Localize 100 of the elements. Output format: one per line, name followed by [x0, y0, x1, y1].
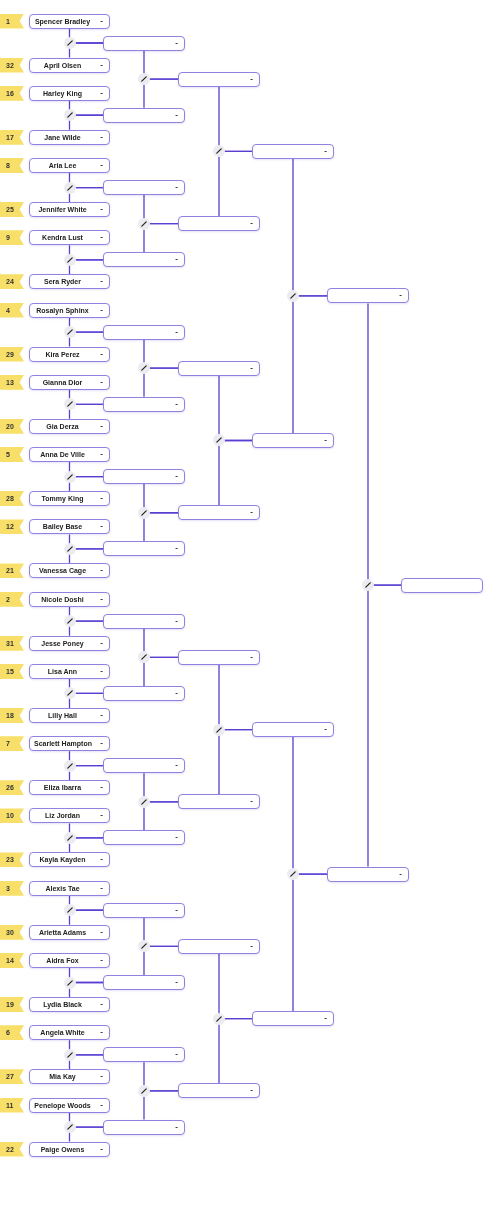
bracket-connector [68, 186, 104, 203]
score: - [100, 203, 103, 216]
match-slot [327, 288, 409, 304]
score: - [175, 181, 178, 194]
bracket-connector [68, 42, 104, 59]
score: - [100, 275, 103, 288]
score: - [324, 144, 327, 157]
player-card [29, 663, 110, 679]
player-card [29, 202, 110, 218]
score: - [100, 375, 103, 388]
match-slot [103, 975, 185, 990]
match-slot [103, 830, 185, 846]
score: - [175, 470, 178, 483]
player-card [29, 346, 110, 362]
match-slot [252, 722, 334, 738]
score: - [250, 939, 253, 952]
score: - [100, 1026, 103, 1039]
player-card [29, 924, 110, 940]
player-card [29, 591, 110, 607]
player-card [29, 13, 110, 29]
bracket-connector [292, 873, 328, 1012]
match-slot [178, 1083, 260, 1099]
score: - [100, 925, 103, 938]
score: - [100, 592, 103, 605]
score: - [250, 506, 253, 519]
score: - [250, 1084, 253, 1097]
match-slot [103, 1047, 185, 1063]
match-slot [103, 685, 185, 701]
match-slot [103, 180, 185, 196]
score: - [100, 954, 103, 966]
player-card [29, 85, 110, 101]
player-card [29, 129, 110, 145]
score: - [100, 737, 103, 750]
player-card [29, 302, 110, 318]
score: - [100, 1070, 103, 1083]
bracket-connector [68, 548, 104, 565]
score: - [100, 664, 103, 677]
bracket-connector [68, 403, 104, 420]
player-card [29, 230, 110, 246]
player-card [29, 447, 110, 463]
match-slot [178, 71, 260, 87]
match-slot [103, 902, 185, 918]
bracket-connector [143, 78, 179, 109]
score: - [175, 1120, 178, 1133]
match-slot [178, 938, 260, 954]
score: - [324, 1012, 327, 1025]
score: - [100, 492, 103, 505]
bracket-connector [218, 439, 253, 506]
score: - [175, 614, 178, 627]
bracket-connector [143, 945, 179, 976]
score: - [100, 303, 103, 316]
bracket-connector [143, 1090, 179, 1121]
bracket-connector [68, 837, 104, 854]
match-slot [252, 433, 334, 448]
player-card [29, 707, 110, 723]
score: - [100, 419, 103, 432]
score: - [399, 289, 402, 302]
score: - [100, 86, 103, 99]
score: - [250, 72, 253, 85]
score: - [175, 686, 178, 699]
score: - [250, 361, 253, 374]
player-card [29, 880, 110, 896]
score: - [100, 347, 103, 360]
score: - [100, 853, 103, 866]
score: - [100, 231, 103, 244]
player-card [29, 736, 110, 752]
match-slot [178, 649, 260, 665]
score: - [100, 998, 103, 1010]
bracket-connector [143, 656, 179, 687]
score: - [100, 58, 103, 71]
score: - [100, 1142, 103, 1155]
bracket-connector [68, 909, 104, 926]
score: - [100, 708, 103, 721]
player-card [29, 1025, 110, 1041]
match-slot [178, 216, 260, 232]
bracket-connector [143, 223, 179, 253]
bracket-connector [292, 295, 328, 434]
score: - [175, 759, 178, 772]
bracket-connector [68, 765, 104, 781]
match-slot [327, 866, 409, 882]
bracket-connector [68, 331, 104, 348]
score: - [175, 397, 178, 410]
score: - [175, 1048, 178, 1061]
bracket-connector [218, 150, 253, 217]
player-card [29, 57, 110, 73]
player-card [29, 1069, 110, 1085]
bracket-connector [143, 367, 179, 398]
match-slot [103, 541, 185, 557]
score: - [100, 448, 103, 461]
bracket-connector [218, 728, 253, 795]
match-slot [178, 360, 260, 376]
score: - [100, 1098, 103, 1111]
score: - [175, 36, 178, 49]
match-slot [103, 35, 185, 51]
bracket-connector [143, 801, 179, 832]
bracket-connector [68, 620, 104, 637]
player-card [29, 780, 110, 796]
bracket-connector [68, 692, 104, 709]
match-slot [252, 143, 334, 159]
match-slot [103, 396, 185, 412]
